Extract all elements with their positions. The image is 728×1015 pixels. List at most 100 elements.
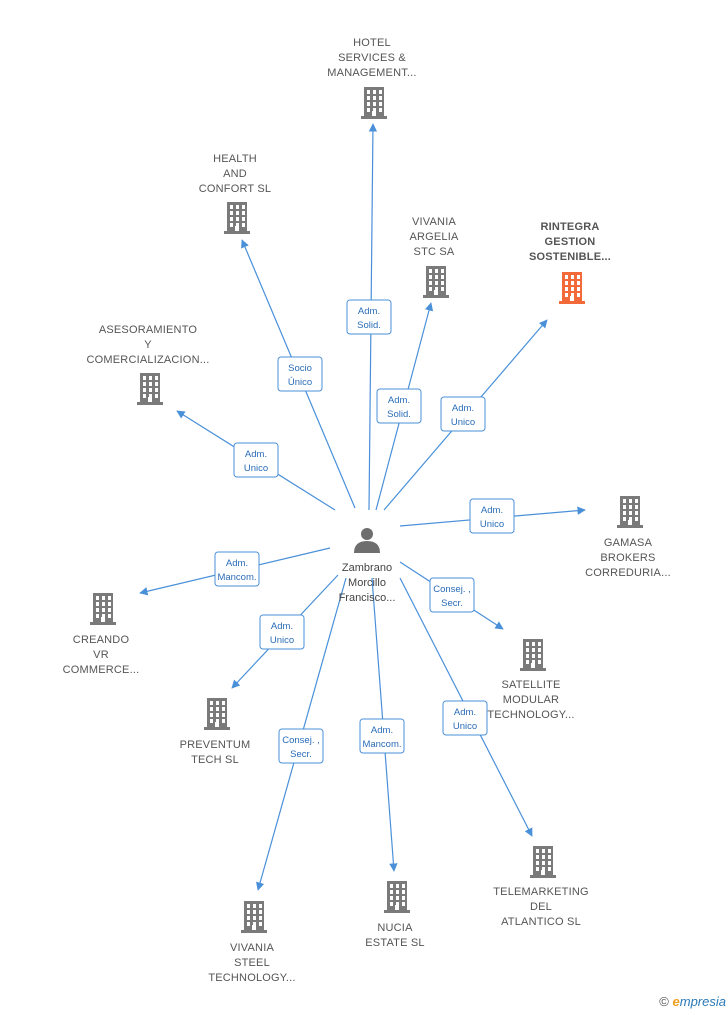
- company-node-creando[interactable]: CREANDO VR COMMERCE...: [63, 593, 140, 676]
- relation-box: [442, 700, 488, 736]
- company-node-vivania-steel[interactable]: VIVANIASTEELTECHNOLOGY...: [208, 901, 295, 984]
- relation-label-nucia[interactable]: Adm. Mancom.: [359, 718, 405, 754]
- relation-label-asesoramiento[interactable]: Adm. Unico: [233, 442, 279, 478]
- company-name-line: VIVANIA: [412, 216, 456, 228]
- company-name-line: STC SA: [414, 246, 455, 258]
- company-name-line: AND: [223, 168, 247, 180]
- relation-role-line: Único: [288, 377, 312, 388]
- company-name-line: MANAGEMENT...: [327, 67, 416, 79]
- relation-role-line: Mancom.: [362, 739, 401, 750]
- relation-role-line: Adm.: [245, 449, 267, 460]
- edges-layer: [139, 123, 586, 891]
- relation-box: [259, 614, 305, 650]
- relation-label-vivania-argelia[interactable]: Adm.Solid.: [376, 388, 422, 424]
- relation-role-line: Mancom.: [217, 572, 256, 583]
- relation-role-line: Adm.: [226, 558, 248, 569]
- relation-role-line: Adm.: [454, 707, 476, 718]
- company-name-line: SOSTENIBLE...: [529, 251, 611, 263]
- relation-box: [277, 356, 323, 392]
- person-icon: [354, 528, 380, 553]
- relation-box: [278, 728, 324, 764]
- relation-role-line: Unico: [451, 417, 475, 428]
- company-name-line: VIVANIA: [230, 942, 274, 954]
- company-name-line: GESTION: [545, 236, 596, 248]
- relation-label-gamasa[interactable]: Adm.Unico: [469, 498, 515, 534]
- company-node-preventum[interactable]: PREVENTUM TECH SL: [180, 698, 251, 766]
- relation-role-line: Unico: [244, 463, 268, 474]
- company-name-line: STEEL: [234, 957, 270, 969]
- company-name-line: SATELLITE: [501, 679, 560, 691]
- brand-logo-e: e: [672, 994, 680, 1009]
- relation-role-line: Consej. ,: [282, 735, 320, 746]
- building-icon: [559, 272, 585, 304]
- relation-label-telemarketing[interactable]: Adm. Unico: [442, 700, 488, 736]
- brand-logo-text: mpresia: [679, 994, 726, 1009]
- relation-box: [346, 299, 392, 335]
- relation-role-line: Socio: [288, 363, 312, 374]
- relation-role-line: Adm.: [371, 725, 393, 736]
- company-node-asesoramiento[interactable]: ASESORAMIENTOYCOMERCIALIZACION...: [87, 324, 210, 405]
- company-name-line: TECH SL: [191, 754, 239, 766]
- building-icon: [384, 881, 410, 913]
- relation-box: [429, 577, 475, 613]
- company-name-line: TELEMARKETING: [493, 886, 589, 898]
- building-icon: [241, 901, 267, 933]
- relation-label-creando[interactable]: Adm. Mancom.: [214, 551, 260, 587]
- relation-box: [233, 442, 279, 478]
- relation-role-line: Unico: [270, 635, 294, 646]
- relation-role-line: Solid.: [357, 320, 381, 331]
- company-name-line: CORREDURIA...: [585, 567, 671, 579]
- person-name-line: Morcillo: [348, 577, 386, 589]
- building-icon: [423, 266, 449, 298]
- company-node-rintegra[interactable]: RINTEGRA GESTION SOSTENIBLE...: [529, 221, 611, 304]
- relation-role-line: Adm.: [271, 621, 293, 632]
- building-icon: [361, 87, 387, 119]
- copyright-symbol: ©: [659, 994, 669, 1009]
- person-name-line: Zambrano: [342, 562, 392, 574]
- relation-label-hotel[interactable]: Adm.Solid.: [346, 299, 392, 335]
- company-name-line: ASESORAMIENTO: [99, 324, 198, 336]
- company-name-line: PREVENTUM: [180, 739, 251, 751]
- relation-role-line: Adm.: [388, 395, 410, 406]
- relation-box: [214, 551, 260, 587]
- building-icon: [520, 639, 546, 671]
- company-node-satellite[interactable]: SATELLITE MODULAR TECHNOLOGY...: [487, 639, 574, 721]
- company-name-line: TECHNOLOGY...: [487, 709, 574, 721]
- building-icon: [224, 202, 250, 234]
- company-name-line: GAMASA: [604, 537, 653, 549]
- person-name-line: Francisco...: [339, 592, 396, 604]
- relation-label-rintegra[interactable]: Adm. Unico: [440, 396, 486, 432]
- relation-role-line: Secr.: [290, 749, 312, 760]
- relation-box: [469, 498, 515, 534]
- relation-label-satellite[interactable]: Consej. ,Secr.: [429, 577, 475, 613]
- relation-role-line: Unico: [453, 721, 477, 732]
- company-name-line: BROKERS: [600, 552, 655, 564]
- company-name-line: ATLANTICO SL: [501, 916, 581, 928]
- company-name-line: COMMERCE...: [63, 664, 140, 676]
- building-icon: [617, 496, 643, 528]
- relation-label-vivania-steel[interactable]: Consej. , Secr.: [278, 728, 324, 764]
- company-name-line: RINTEGRA: [540, 221, 599, 233]
- company-name-line: MODULAR: [503, 694, 559, 706]
- company-name-line: CREANDO: [73, 634, 130, 646]
- relation-role-line: Adm.: [481, 505, 503, 516]
- company-name-line: NUCIA: [377, 922, 413, 934]
- relation-label-preventum[interactable]: Adm. Unico: [259, 614, 305, 650]
- company-node-gamasa[interactable]: GAMASA BROKERS CORREDURIA...: [585, 496, 671, 579]
- company-name-line: CONFORT SL: [199, 183, 272, 195]
- center-person-node[interactable]: ZambranoMorcilloFrancisco...: [339, 528, 396, 604]
- company-name-line: Y: [144, 339, 152, 351]
- relation-role-line: Adm.: [452, 403, 474, 414]
- relation-role-line: Consej. ,: [433, 584, 471, 595]
- building-icon: [530, 846, 556, 878]
- company-name-line: VR: [93, 649, 109, 661]
- building-icon: [90, 593, 116, 625]
